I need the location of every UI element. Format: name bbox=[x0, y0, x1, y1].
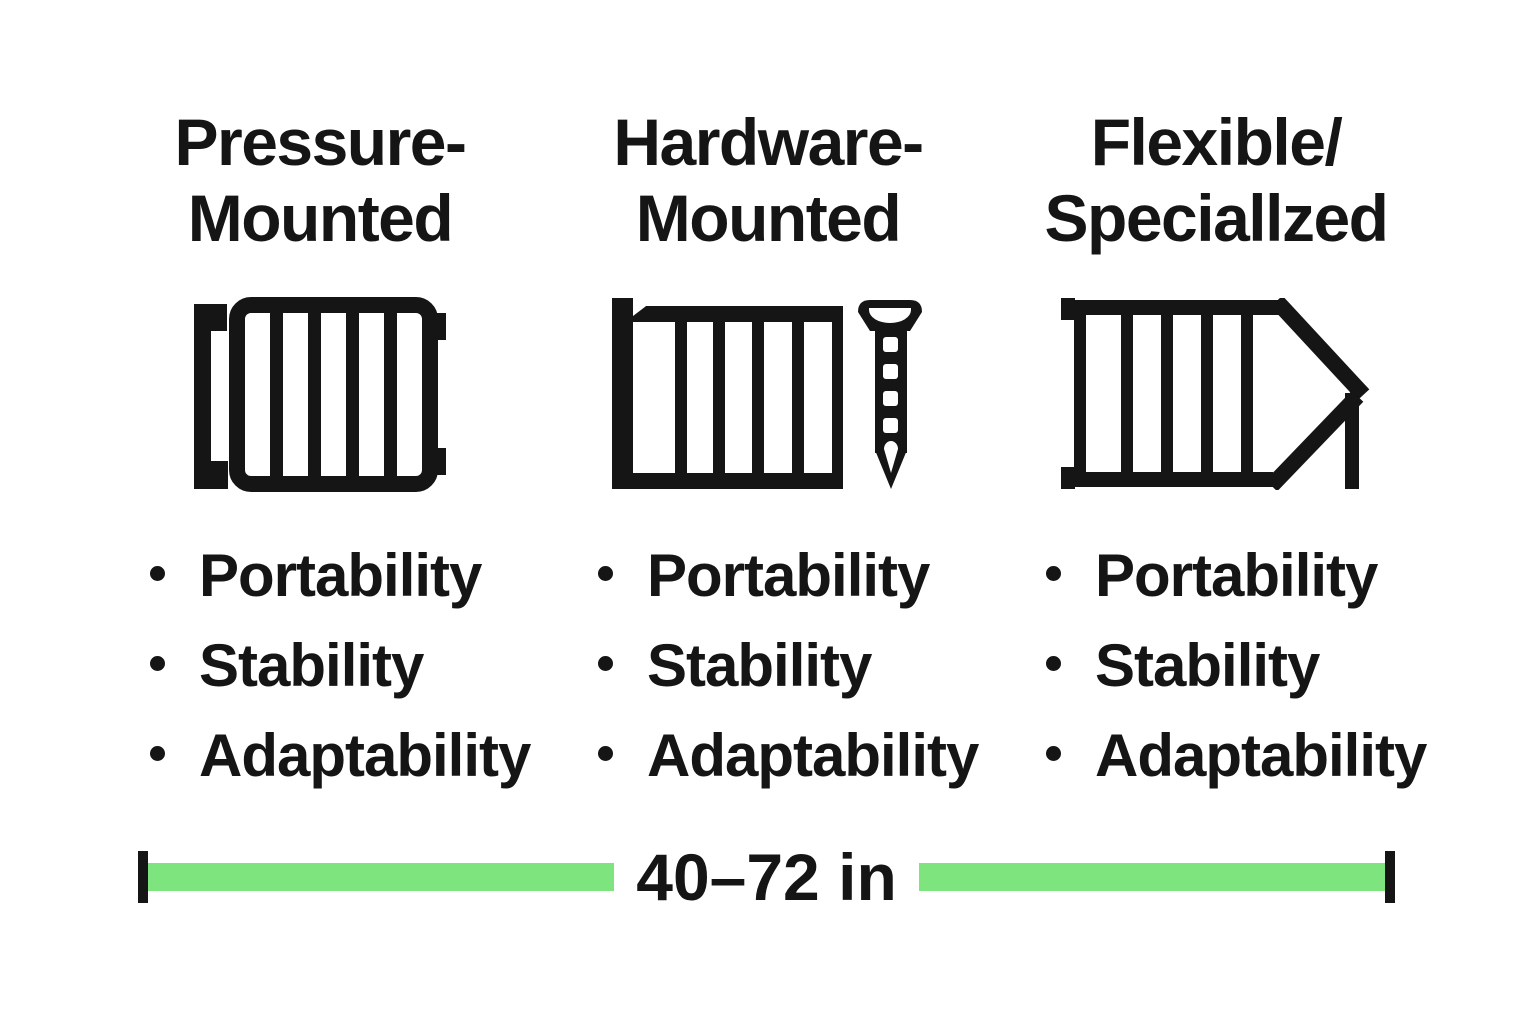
bullet-dot bbox=[150, 655, 165, 671]
bullet-label: Portability bbox=[199, 541, 482, 609]
bullet-label: Portability bbox=[647, 541, 930, 609]
bullet-label: Stability bbox=[1095, 631, 1320, 699]
column-hardware-mounted: Hardware- Mounted bbox=[544, 104, 992, 814]
bullet-dot bbox=[150, 745, 165, 761]
bullet-dot bbox=[150, 565, 165, 581]
gate-type-columns: Pressure- Mounted bbox=[96, 104, 1440, 814]
list-item: Portability bbox=[1046, 542, 1426, 609]
column-flexible-specialized: Flexible/ Speciallzed bbox=[992, 104, 1440, 814]
title-line-1: Flexible/ bbox=[1090, 105, 1343, 179]
title-line-1: Hardware- bbox=[613, 105, 924, 179]
feature-list-pressure-mounted: Portability Stability Adaptability bbox=[150, 542, 531, 814]
width-range-indicator: 40–72 in bbox=[138, 840, 1395, 914]
bullet-dot bbox=[598, 655, 613, 671]
column-title-hardware-mounted: Hardware- Mounted bbox=[613, 104, 924, 256]
hardware-mounted-gate-with-screw-icon bbox=[612, 298, 922, 489]
column-title-flexible-specialized: Flexible/ Speciallzed bbox=[1044, 104, 1390, 256]
column-pressure-mounted: Pressure- Mounted bbox=[96, 104, 544, 814]
right-end-tick bbox=[1385, 851, 1395, 903]
bullet-label: Adaptability bbox=[1095, 721, 1427, 789]
bullet-label: Adaptability bbox=[199, 721, 531, 789]
flexible-specialized-gate-icon bbox=[1061, 298, 1370, 490]
title-line-2: Mounted bbox=[635, 181, 902, 255]
bullet-label: Adaptability bbox=[647, 721, 979, 789]
feature-list-flexible-specialized: Portability Stability Adaptability bbox=[1046, 542, 1427, 814]
list-item: Adaptability bbox=[150, 722, 531, 789]
list-item: Adaptability bbox=[1046, 722, 1427, 789]
list-item: Adaptability bbox=[598, 722, 979, 789]
bullet-label: Stability bbox=[199, 631, 424, 699]
list-item: Stability bbox=[1046, 632, 1426, 699]
bullet-label: Portability bbox=[1095, 541, 1378, 609]
hardware-gate-icon-wrap bbox=[612, 296, 924, 492]
list-item: Stability bbox=[598, 632, 978, 699]
feature-list-hardware-mounted: Portability Stability Adaptability bbox=[598, 542, 979, 814]
bullet-dot bbox=[598, 745, 613, 761]
title-line-1: Pressure- bbox=[174, 105, 467, 179]
pressure-mounted-gate-icon bbox=[194, 296, 446, 492]
screw-icon bbox=[858, 300, 922, 489]
bullet-dot bbox=[1046, 745, 1061, 761]
range-bar-right bbox=[918, 863, 1385, 891]
list-item: Stability bbox=[150, 632, 530, 699]
range-bar-left bbox=[148, 863, 615, 891]
bullet-label: Stability bbox=[647, 631, 872, 699]
column-title-pressure-mounted: Pressure- Mounted bbox=[174, 104, 467, 256]
gate-shape bbox=[612, 298, 843, 489]
list-item: Portability bbox=[150, 542, 530, 609]
bullet-dot bbox=[1046, 655, 1061, 671]
list-item: Portability bbox=[598, 542, 978, 609]
title-line-2: Mounted bbox=[187, 181, 454, 255]
bullet-dot bbox=[1046, 565, 1061, 581]
flexible-gate-icon-wrap bbox=[1061, 296, 1371, 492]
range-label: 40–72 in bbox=[636, 840, 897, 914]
left-end-tick bbox=[138, 851, 148, 903]
title-line-2: Speciallzed bbox=[1044, 181, 1390, 255]
pressure-gate-icon-wrap bbox=[194, 296, 446, 492]
bullet-dot bbox=[598, 565, 613, 581]
